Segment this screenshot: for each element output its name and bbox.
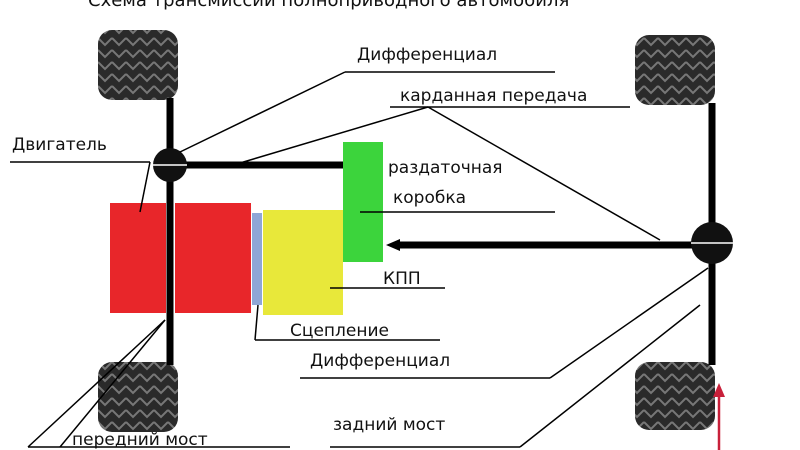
wheel-rear-left — [98, 362, 178, 432]
label-transfer-case-1: раздаточная — [388, 158, 503, 178]
label-transfer-case-2: коробка — [393, 188, 467, 208]
label-front-differential: Дифференциал — [357, 45, 498, 65]
label-driveshaft: карданная передача — [400, 86, 588, 106]
label-rear-axle: задний мост — [333, 415, 446, 435]
label-rear-differential: Дифференциал — [310, 351, 451, 371]
label-front-axle: передний мост — [72, 430, 208, 450]
red-arrow-icon — [713, 383, 725, 397]
driveshaft-arrow-icon — [386, 239, 400, 251]
gearbox-block — [263, 210, 343, 315]
wheel-rear-right — [635, 362, 715, 430]
label-engine: Двигатель — [12, 135, 107, 155]
engine-block-2 — [175, 203, 251, 313]
leader-lines — [10, 71, 709, 448]
engine-block — [110, 203, 166, 313]
clutch-block — [252, 213, 262, 305]
transfer-case-block — [343, 142, 383, 262]
diagram-title: Схема трансмиссии полноприводного автомо… — [88, 0, 570, 11]
label-gearbox: КПП — [383, 269, 421, 289]
wheel-front-right — [635, 35, 715, 105]
label-clutch: Сцепление — [290, 321, 389, 341]
wheel-front-left — [98, 30, 178, 100]
